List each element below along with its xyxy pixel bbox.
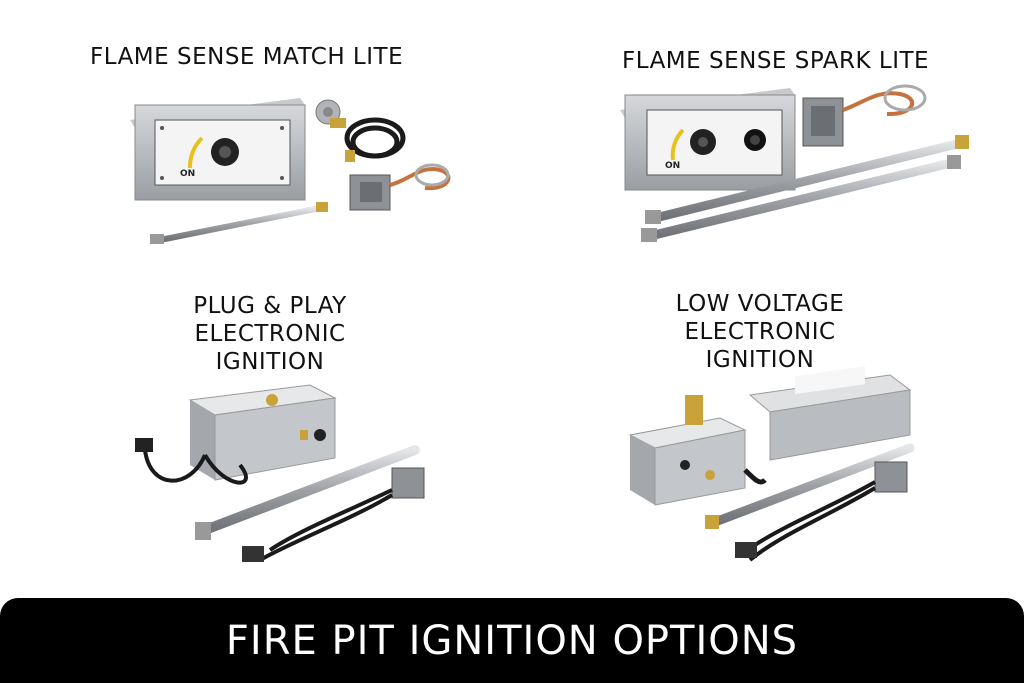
on-label: ON — [180, 169, 195, 179]
title-line: FLAME SENSE MATCH LITE — [90, 44, 404, 70]
plug-play-kit-image — [135, 384, 425, 562]
burner-bracket — [735, 461, 908, 562]
flex-gas-line — [705, 443, 915, 529]
transformer-box — [748, 366, 912, 461]
on-label: ON — [665, 161, 680, 171]
low-voltage-kit-image — [628, 366, 915, 562]
product-title-match-lite: FLAME SENSE MATCH LITE — [90, 43, 404, 71]
title-line: ELECTRONIC — [684, 319, 836, 345]
title-line: ELECTRONIC — [194, 321, 346, 347]
spark-lite-kit-image: ON — [620, 84, 970, 242]
title-line: PLUG & PLAY — [193, 293, 347, 319]
title-line: IGNITION — [215, 349, 325, 375]
regulator — [315, 99, 406, 162]
title-line: LOW VOLTAGE — [675, 291, 845, 317]
burner-bracket — [242, 467, 425, 562]
control-panel: ON — [620, 88, 796, 191]
ignition-box — [188, 384, 337, 481]
product-title-spark-lite: FLAME SENSE SPARK LITE — [622, 47, 930, 75]
flex-gas-line — [150, 202, 328, 244]
title-banner: FIRE PIT IGNITION OPTIONS — [0, 598, 1024, 683]
match-lite-kit-image: ON — [130, 98, 451, 244]
title-line: IGNITION — [705, 347, 815, 373]
flex-gas-line — [195, 445, 420, 540]
ignition-box — [628, 395, 767, 506]
product-title-plug-play: PLUG & PLAY ELECTRONIC IGNITION — [150, 292, 390, 376]
banner-title: FIRE PIT IGNITION OPTIONS — [225, 617, 799, 664]
control-panel: ON — [130, 98, 306, 201]
flex-gas-lines — [641, 135, 970, 242]
title-line: FLAME SENSE SPARK LITE — [622, 48, 930, 74]
power-cord — [135, 438, 248, 485]
thermocouple-bracket — [349, 163, 451, 211]
product-title-low-voltage: LOW VOLTAGE ELECTRONIC IGNITION — [640, 290, 880, 374]
thermocouple-bracket — [802, 84, 927, 147]
